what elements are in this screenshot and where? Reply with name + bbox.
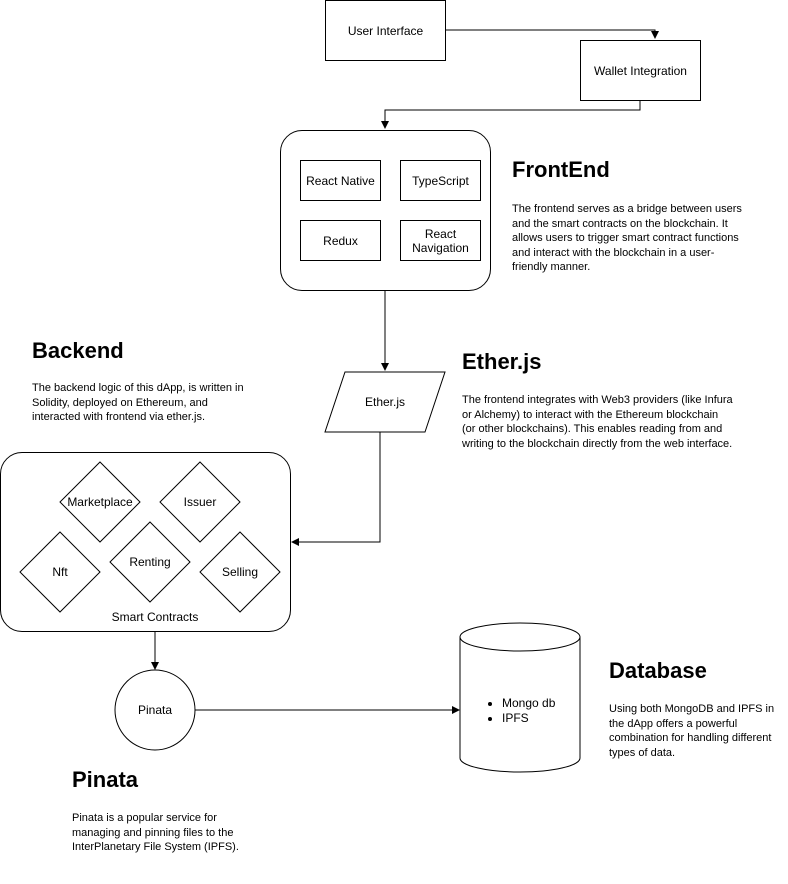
nft-label: Nft (52, 565, 68, 579)
database-cylinder-top (459, 622, 581, 652)
backend-description: The backend logic of this dApp, is writt… (32, 382, 244, 423)
issuer-label: Issuer (183, 495, 217, 509)
typescript-box: TypeScript (400, 160, 481, 201)
marketplace-label: Marketplace (67, 495, 133, 509)
pinata-node-label: Pinata (137, 703, 173, 717)
smart-contracts-label: Smart Contracts (111, 610, 199, 624)
redux-box: Redux (300, 220, 381, 261)
typescript-label: TypeScript (412, 173, 469, 188)
frontend-heading: FrontEnd (512, 157, 610, 182)
pinata-circle (114, 669, 196, 751)
backend-heading: Backend (32, 338, 124, 363)
frontend-container (280, 130, 491, 291)
selling-label: Selling (221, 565, 259, 579)
renting-diamond (109, 521, 191, 603)
database-item: IPFS (502, 711, 555, 726)
database-cylinder (459, 637, 581, 773)
frontend-description: The frontend serves as a bridge between … (512, 203, 742, 273)
pinata-description: Pinata is a popular service for managing… (72, 812, 239, 853)
database-item: Mongo db (502, 696, 555, 711)
user-interface-label: User Interface (347, 23, 424, 38)
redux-label: Redux (323, 233, 358, 248)
arrow-etherjs-to-backend (291, 432, 381, 546)
wallet-integration-box: Wallet Integration (580, 40, 701, 101)
arrow-ui-to-wallet (446, 29, 659, 39)
backend-container (0, 452, 291, 632)
react-native-box: React Native (300, 160, 381, 201)
marketplace-diamond (59, 461, 141, 543)
etherjs-description: The frontend integrates with Web3 provid… (462, 394, 733, 450)
issuer-diamond (159, 461, 241, 543)
database-items-list: Mongo db IPFS (486, 696, 555, 726)
renting-label: Renting (129, 555, 171, 569)
react-navigation-box: React Navigation (400, 220, 481, 261)
etherjs-label: Ether.js (364, 395, 406, 409)
user-interface-box: User Interface (325, 0, 446, 61)
pinata-heading: Pinata (72, 767, 139, 792)
arrow-wallet-to-frontend (381, 101, 641, 129)
etherjs-heading: Ether.js (462, 349, 542, 374)
nft-diamond (19, 531, 101, 613)
selling-diamond (199, 531, 281, 613)
wallet-integration-label: Wallet Integration (594, 63, 687, 78)
database-description: Using both MongoDB and IPFS in the dApp … (609, 703, 775, 759)
react-native-label: React Native (306, 173, 375, 188)
database-heading: Database (609, 658, 707, 683)
react-navigation-label: React Navigation (412, 226, 469, 255)
etherjs-shape (324, 371, 446, 433)
